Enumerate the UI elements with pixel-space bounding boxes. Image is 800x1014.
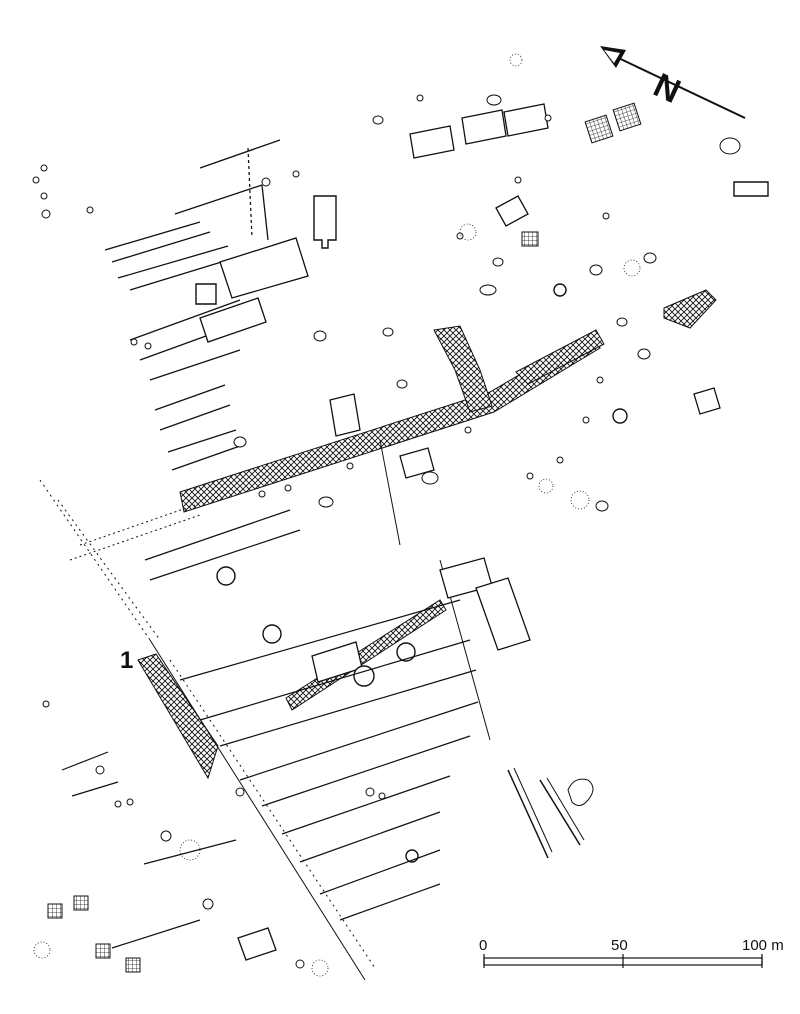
building-long-hall xyxy=(219,237,309,299)
north-label: N xyxy=(648,66,686,111)
hatched-road-branch xyxy=(433,325,493,413)
building-south-d xyxy=(237,927,277,961)
southern-walls xyxy=(61,509,479,949)
hatched-road-south xyxy=(285,599,447,711)
hatched-road-features xyxy=(137,289,717,780)
keyhole-structures xyxy=(195,181,769,863)
hatched-patch-northeast xyxy=(663,289,717,329)
scale-label-mid: 50 xyxy=(611,937,628,954)
buildings xyxy=(199,103,721,961)
building-colonnade-a xyxy=(199,297,267,343)
hatched-road-main xyxy=(179,329,601,513)
building-north-b xyxy=(461,109,507,145)
building-north-a xyxy=(409,125,455,159)
building-east-center xyxy=(399,447,435,479)
building-center xyxy=(329,393,361,437)
building-temple-north xyxy=(495,195,529,227)
hatched-road-southwest xyxy=(137,653,219,780)
building-south-b xyxy=(475,577,531,651)
small-features xyxy=(32,94,741,969)
paved-floors xyxy=(47,102,642,973)
scale-bar: 0 50 100 m xyxy=(479,937,784,968)
building-east-block xyxy=(693,387,721,415)
scale-label-end: 100 m xyxy=(742,937,784,954)
scale-label-start: 0 xyxy=(479,937,487,954)
building-north-c xyxy=(503,103,549,137)
pit-scatters xyxy=(33,53,641,977)
hatched-road-east xyxy=(515,329,605,385)
site-marker-label: 1 xyxy=(120,647,133,674)
boundary-lines xyxy=(39,439,585,981)
northwest-walls xyxy=(104,139,281,471)
